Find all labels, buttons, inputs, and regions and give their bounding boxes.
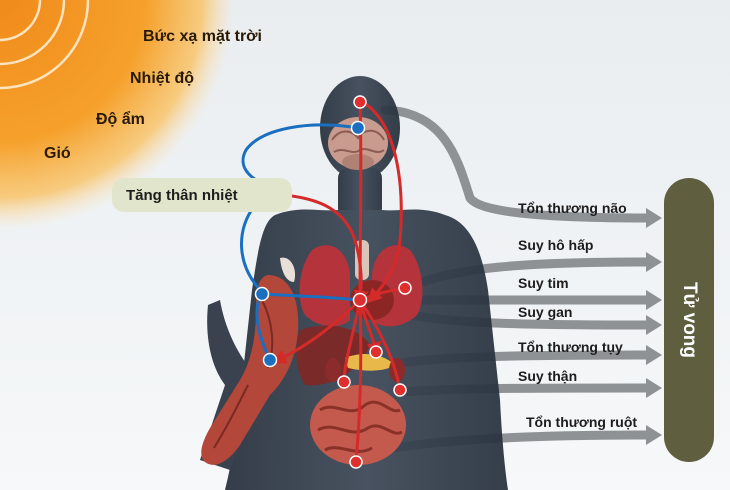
arrow-heads [646, 208, 662, 445]
factor-temperature: Nhiệt độ [130, 70, 194, 87]
outcome-label: Tổn thương ruột [526, 414, 638, 430]
death-label: Tử vong [679, 281, 700, 359]
pancreas-icon [345, 354, 395, 371]
factor-wind: Gió [44, 145, 71, 162]
outcome-label: Suy thận [518, 368, 578, 384]
factor-humidity: Độ ẩm [96, 111, 145, 128]
hyperthermia-box: Tăng thân nhiệt [112, 178, 292, 212]
factor-solar-radiation: Bức xạ mặt trời [143, 28, 262, 45]
outcome-label: Suy tim [518, 275, 569, 291]
arm-muscles [201, 257, 299, 465]
blue-nodes [254, 120, 366, 368]
outcome-label: Suy gan [518, 304, 573, 320]
outcome-label: Tổn thương não [518, 200, 627, 216]
sun-icon [0, 0, 235, 232]
red-nodes [337, 95, 412, 469]
hyperthermia-label: Tăng thân nhiệt [126, 186, 238, 204]
red-pathways [271, 100, 406, 461]
outcome-label: Tổn thương tụy [518, 339, 623, 355]
death-bar [664, 178, 714, 462]
outcome-label: Suy hô hấp [518, 237, 594, 253]
